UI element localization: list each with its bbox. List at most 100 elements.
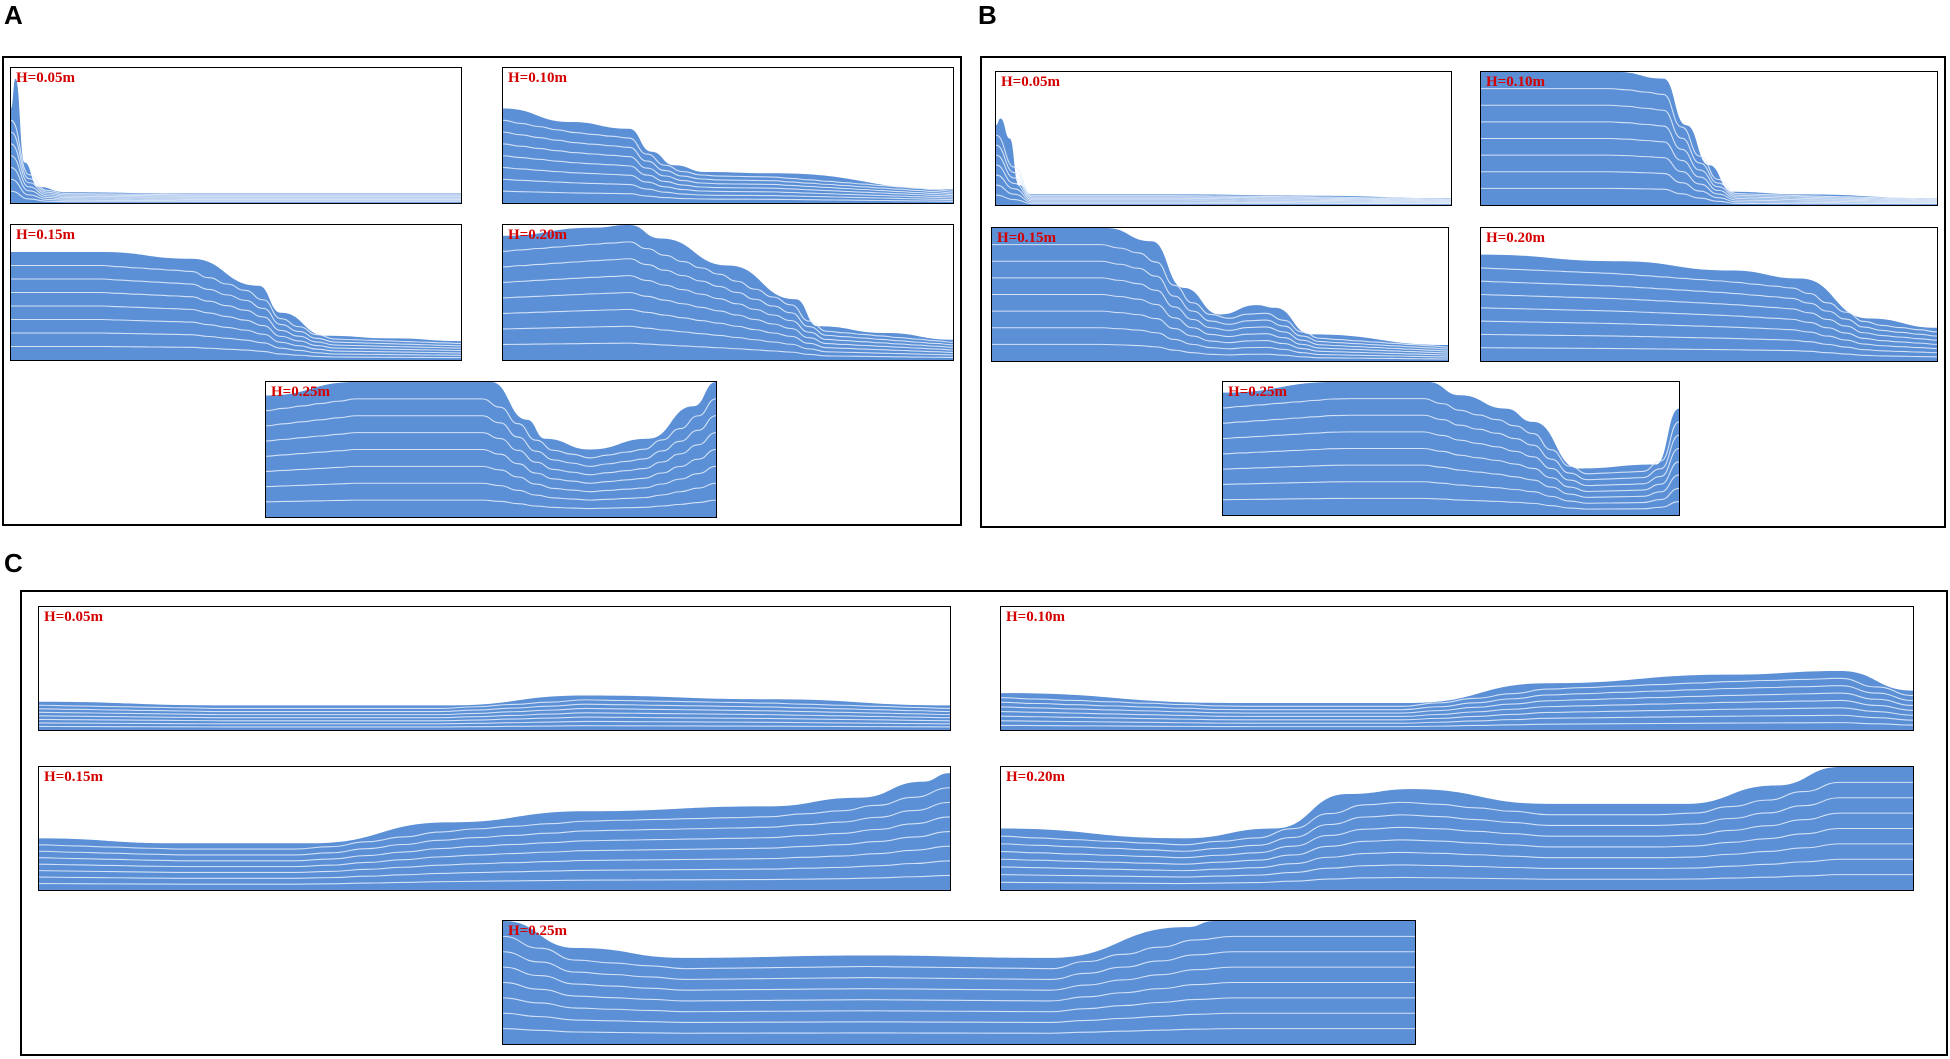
streamline [1481, 137, 1937, 203]
streamline [1001, 827, 1913, 865]
streamline [1223, 414, 1679, 481]
streamline [11, 332, 461, 356]
panel-c-subplot-5: H=0.25m [502, 920, 1416, 1045]
streamline [11, 131, 461, 197]
streamline [266, 415, 716, 467]
panel-c-subplot-2: H=0.10m [1000, 606, 1914, 731]
water-flow-field [39, 773, 950, 890]
water-flow-field [1481, 72, 1937, 205]
water-region [11, 78, 461, 203]
water-region [1481, 254, 1937, 361]
streamline [1481, 333, 1937, 354]
water-flow-field [503, 108, 953, 203]
streamline [996, 164, 1451, 203]
streamline [1001, 692, 1913, 714]
streamline [39, 725, 950, 728]
streamline [503, 275, 953, 348]
streamline [992, 244, 1448, 348]
streamline [11, 305, 461, 352]
streamline [1001, 685, 1913, 711]
streamline [39, 874, 950, 885]
streamline [992, 310, 1448, 356]
subplot-label: H=0.15m [16, 227, 75, 243]
streamline [39, 712, 950, 719]
panel-c-subplot-1: H=0.05m [38, 606, 951, 731]
streamline [266, 482, 716, 501]
streamline [1481, 320, 1937, 350]
streamline [39, 831, 950, 868]
water-flow-field [992, 228, 1448, 361]
streamline [1481, 293, 1937, 341]
streamline [992, 343, 1448, 360]
subplot-label: H=0.20m [1486, 230, 1545, 246]
streamline [39, 801, 950, 856]
streamline [503, 342, 953, 359]
streamline [996, 174, 1451, 204]
streamline [11, 318, 461, 354]
subplot-label: H=0.25m [508, 923, 567, 939]
water-flow-field [503, 921, 1415, 1044]
streamline [266, 398, 716, 459]
subplot-label: H=0.10m [1006, 609, 1065, 625]
panel-a-subplot-2: H=0.10m [502, 67, 954, 204]
streamline [11, 278, 461, 347]
panel-letter-b: B [978, 0, 997, 30]
panel-c-subplot-4: H=0.20m [1000, 766, 1914, 891]
streamline [503, 241, 953, 343]
streamline [503, 178, 953, 201]
subplot-label: H=0.15m [44, 769, 103, 785]
streamline [266, 448, 716, 484]
streamline [266, 499, 716, 510]
streamline [503, 131, 953, 194]
subplot-label: H=0.05m [16, 70, 75, 86]
subplot-label: H=0.25m [271, 384, 330, 400]
panel-b-subplot-5: H=0.25m [1222, 381, 1680, 516]
streamline [996, 154, 1451, 202]
streamline [266, 465, 716, 493]
water-region [503, 108, 953, 203]
streamline [996, 184, 1451, 204]
streamline [266, 432, 716, 476]
streamline [1001, 699, 1913, 718]
streamline [39, 707, 950, 716]
streamline [503, 258, 953, 346]
streamline [503, 190, 953, 202]
subplot-label: H=0.20m [508, 227, 567, 243]
panel-c-frame [20, 590, 1948, 1056]
streamline [11, 119, 461, 196]
streamline [1223, 464, 1679, 498]
streamline [1001, 812, 1913, 859]
streamline [503, 308, 953, 353]
streamline [503, 143, 953, 196]
streamline [11, 155, 461, 199]
streamline [39, 703, 950, 713]
water-flow-field [1223, 382, 1679, 515]
panel-b-subplot-2: H=0.10m [1480, 71, 1938, 206]
streamline [11, 167, 461, 201]
streamline [11, 291, 461, 349]
subplot-label: H=0.05m [1001, 74, 1060, 90]
streamline [996, 194, 1451, 205]
streamline [996, 144, 1451, 201]
panel-b-subplot-4: H=0.20m [1480, 227, 1938, 362]
panel-b-frame [980, 56, 1946, 528]
streamline [39, 860, 950, 879]
water-flow-field [11, 252, 461, 360]
streamline [11, 178, 461, 202]
streamline [1481, 267, 1937, 333]
streamline [503, 997, 1415, 1013]
subplot-label: H=0.10m [1486, 74, 1545, 90]
water-flow-field [1001, 767, 1913, 890]
streamline [1223, 398, 1679, 475]
streamline [1001, 858, 1913, 878]
streamline [1223, 431, 1679, 487]
streamline [1001, 797, 1913, 852]
streamline [1481, 171, 1937, 204]
streamline [503, 1012, 1415, 1024]
streamline [39, 845, 950, 874]
water-flow-field [1481, 254, 1937, 361]
streamline [1481, 187, 1937, 205]
subplot-label: H=0.10m [508, 70, 567, 86]
streamline [1481, 347, 1937, 358]
streamline [1223, 447, 1679, 493]
